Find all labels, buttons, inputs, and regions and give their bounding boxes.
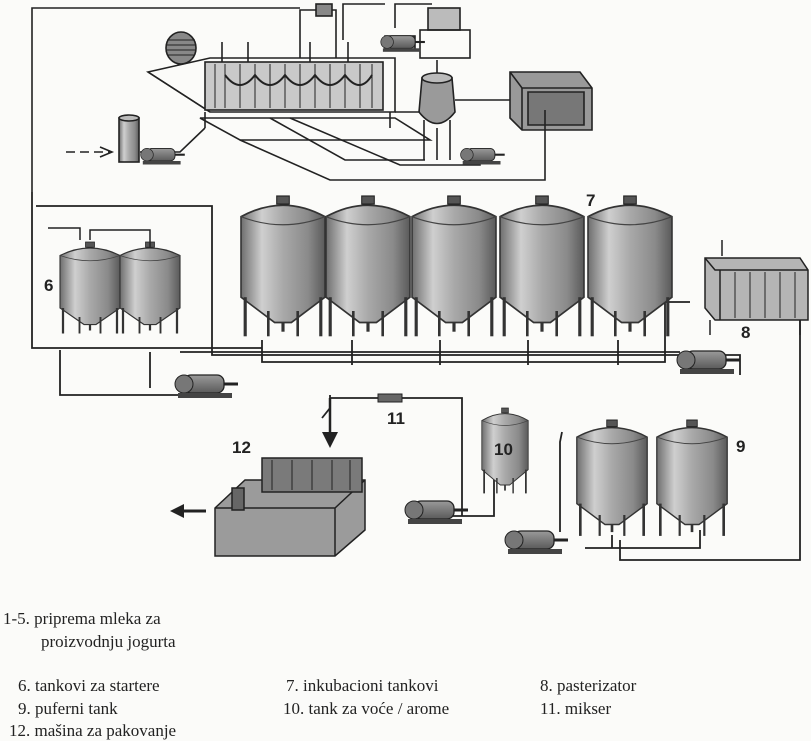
packaging-machine bbox=[214, 457, 366, 557]
pump-icon bbox=[403, 499, 470, 526]
pump-icon bbox=[459, 147, 506, 166]
legend-8: 8. pasterizator bbox=[540, 676, 637, 695]
incubation-tank bbox=[586, 194, 674, 339]
arrow-head-icon bbox=[322, 432, 338, 448]
label-6: 6 bbox=[44, 276, 53, 295]
starter-tank bbox=[58, 240, 122, 335]
legend-6: 6. tankovi za startere bbox=[18, 676, 160, 695]
legend-7: 7. inkubacioni tankovi bbox=[286, 676, 439, 695]
label-9: 9 bbox=[736, 437, 745, 456]
label-8: 8 bbox=[741, 323, 750, 342]
pump-icon bbox=[379, 34, 426, 53]
incubation-tank bbox=[324, 194, 412, 339]
legend-11: 11. mikser bbox=[540, 699, 612, 718]
label-11: 11 bbox=[387, 409, 405, 428]
legend-12: 12. mašina za pakovanje bbox=[9, 721, 177, 740]
buffer-tank bbox=[655, 418, 729, 538]
process-diagram: 6 7 8 9 10 11 12 bbox=[31, 3, 809, 561]
legend-1-5: 1-5. priprema mleka za bbox=[3, 609, 161, 628]
pasteurizer bbox=[704, 240, 809, 335]
incubation-tank bbox=[410, 194, 498, 339]
legend-10: 10. tank za voće / arome bbox=[283, 699, 450, 718]
legend-9: 9. puferni tank bbox=[18, 699, 118, 718]
output-arrow-icon bbox=[170, 504, 184, 518]
pump-icon bbox=[173, 373, 240, 400]
label-12: 12 bbox=[232, 438, 251, 457]
milk-preparation-section bbox=[31, 3, 593, 192]
pump-icon bbox=[503, 529, 570, 556]
legend-1-5-cont: proizvodnju jogurta bbox=[41, 632, 176, 651]
label-7: 7 bbox=[586, 191, 595, 210]
incubation-tank bbox=[498, 194, 586, 339]
starter-tank bbox=[118, 240, 182, 335]
label-10: 10 bbox=[494, 440, 513, 459]
mixer-icon bbox=[377, 393, 403, 403]
pump-icon bbox=[139, 147, 186, 166]
process-piping bbox=[31, 192, 801, 561]
buffer-tank bbox=[575, 418, 649, 538]
incubation-tank bbox=[239, 194, 327, 339]
